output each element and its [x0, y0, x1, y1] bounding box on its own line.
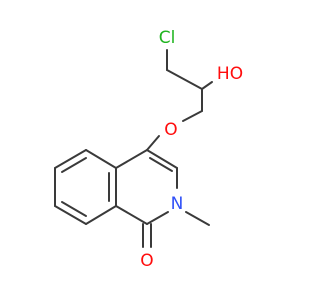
nitrogen-label: N [171, 194, 184, 214]
ether-oxygen-label: O [164, 120, 177, 140]
bond-n-c1 [146, 211, 169, 225]
bond-c4-c3-double [149, 157, 173, 172]
bond-o-c4 [146, 135, 160, 151]
bond-ch2-o [182, 110, 203, 122]
bond-c1-c8a [115, 205, 148, 225]
bond-c5-c6-double [61, 157, 87, 173]
bond-c4a-c4 [115, 149, 148, 169]
bond-n-methyl [185, 211, 210, 226]
molecule-structure: Cl HO O N O [54, 28, 243, 271]
bond-c4a-c5 [85, 149, 117, 169]
bond-c7-c8-double [61, 201, 87, 217]
hydroxyl-label: HO [217, 64, 243, 84]
bond-ch2-choh [166, 69, 203, 90]
bond-choh-oh [201, 81, 213, 90]
bond-c4-c3 [146, 149, 178, 169]
bonds [54, 49, 213, 248]
carbonyl-oxygen-label: O [140, 251, 153, 271]
bond-c5-c6 [54, 149, 87, 169]
chlorine-label: Cl [159, 28, 176, 48]
bond-c7-c8 [54, 205, 87, 225]
bond-c8-c8a [85, 205, 117, 225]
